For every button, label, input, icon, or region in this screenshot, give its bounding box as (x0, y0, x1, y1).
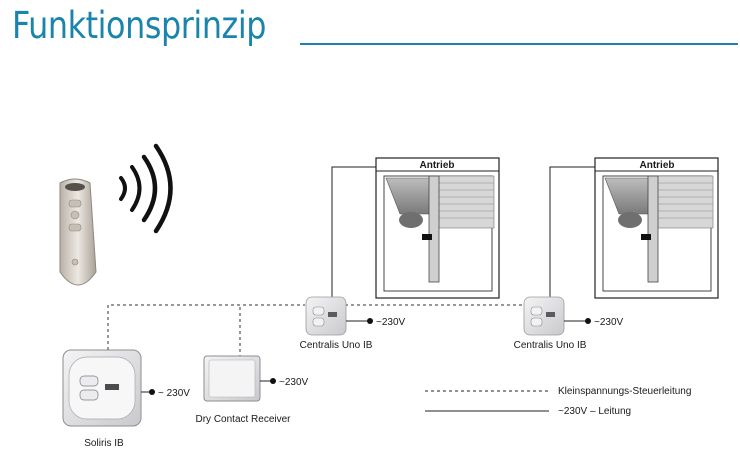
drive-label-2: Antrieb (640, 160, 675, 171)
soliris-label: Soliris IB (84, 438, 124, 449)
motor-wiring-solid (331, 166, 595, 300)
window-shutter-1 (375, 157, 500, 299)
centralis-uno-ib-switch-1 (305, 296, 347, 336)
power-dot-soliris (149, 389, 155, 395)
radio-waves-icon (119, 143, 173, 234)
page-title: Funktionsprinzip (12, 4, 267, 47)
window-shutter-2 (594, 157, 719, 299)
drive-label-1: Antrieb (420, 160, 455, 171)
centralis-label-2: Centralis Uno IB (514, 340, 587, 351)
title-underline (300, 43, 738, 45)
centralis-label-1: Centralis Uno IB (300, 340, 373, 351)
voltage-label-dry-contact: ~230V (279, 377, 309, 388)
remote-control-icon (59, 178, 97, 286)
soliris-ib-controller (62, 349, 142, 427)
legend-dashed-label: Kleinspannungs-Steuerleitung (558, 386, 691, 397)
centralis-uno-ib-switch-2 (523, 296, 565, 336)
dry-contact-label: Dry Contact Receiver (195, 414, 291, 425)
voltage-label-soliris: ~ 230V (158, 388, 190, 399)
legend: Kleinspannungs-Steuerleitung ~230V – Lei… (425, 386, 691, 417)
voltage-label-centralis-2: ~230V (594, 317, 624, 328)
dry-contact-receiver (203, 355, 261, 402)
power-dot-centralis-2 (585, 318, 591, 324)
legend-solid-label: ~230V – Leitung (558, 406, 631, 417)
voltage-label-centralis-1: ~230V (376, 317, 406, 328)
power-dot-dry-contact (270, 378, 276, 384)
control-wiring-dashed (107, 304, 523, 358)
power-dot-centralis-1 (367, 318, 373, 324)
